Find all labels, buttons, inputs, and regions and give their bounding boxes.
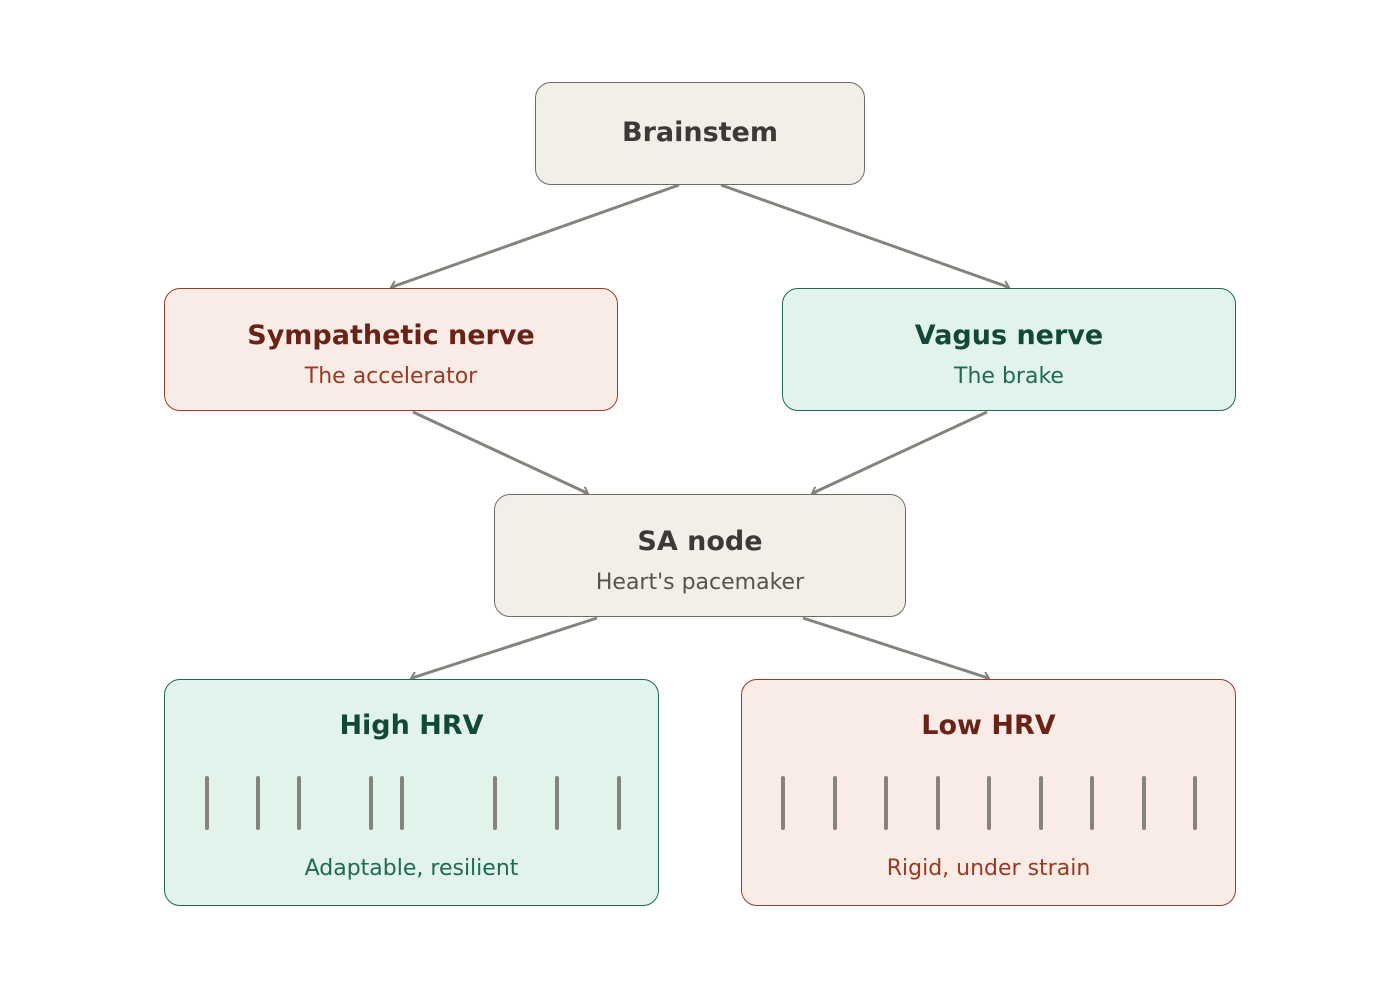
beat-tick	[1193, 776, 1197, 830]
vagus-nerve-subtitle: The brake	[954, 364, 1064, 389]
sa-node-subtitle: Heart's pacemaker	[595, 570, 805, 595]
beat-tick	[256, 776, 260, 830]
sa-node-title: SA node	[637, 526, 763, 557]
arrow-sympathetic-to-sa-node	[412, 410, 587, 493]
beat-tick	[987, 776, 991, 830]
beat-tick	[555, 776, 559, 830]
arrow-sa-node-to-low-hrv	[802, 616, 988, 678]
sa-node-node: SA node Heart's pacemaker	[494, 494, 906, 617]
vagus-nerve-node: Vagus nerve The brake	[782, 288, 1236, 411]
beat-tick	[833, 776, 837, 830]
arrow-sa-node-to-high-hrv	[412, 616, 598, 678]
beat-tick	[1039, 776, 1043, 830]
beat-tick	[400, 776, 404, 830]
brainstem-node: Brainstem	[535, 82, 865, 185]
arrow-brainstem-to-vagus	[720, 183, 1008, 287]
low-hrv-node: Low HRV Rigid, under strain	[741, 679, 1236, 906]
high-hrv-node: High HRV Adaptable, resilient	[164, 679, 659, 906]
beat-tick	[205, 776, 209, 830]
low-hrv-beat-ticks	[742, 776, 1237, 830]
beat-tick	[1090, 776, 1094, 830]
vagus-nerve-title: Vagus nerve	[914, 320, 1104, 351]
sympathetic-nerve-subtitle: The accelerator	[304, 364, 478, 389]
sympathetic-nerve-title: Sympathetic nerve	[247, 320, 535, 351]
high-hrv-title: High HRV	[339, 710, 484, 741]
beat-tick	[936, 776, 940, 830]
beat-tick	[617, 776, 621, 830]
beat-tick	[1142, 776, 1146, 830]
beat-tick	[884, 776, 888, 830]
high-hrv-beat-ticks	[165, 776, 660, 830]
beat-tick	[369, 776, 373, 830]
brainstem-title: Brainstem	[621, 117, 778, 148]
beat-tick	[493, 776, 497, 830]
arrow-brainstem-to-sympathetic	[392, 183, 680, 287]
beat-tick	[297, 776, 301, 830]
sympathetic-nerve-node: Sympathetic nerve The accelerator	[164, 288, 618, 411]
high-hrv-subtitle: Adaptable, resilient	[304, 856, 519, 881]
low-hrv-subtitle: Rigid, under strain	[886, 856, 1091, 881]
low-hrv-title: Low HRV	[921, 710, 1056, 741]
arrow-vagus-to-sa-node	[813, 410, 988, 493]
beat-tick	[781, 776, 785, 830]
